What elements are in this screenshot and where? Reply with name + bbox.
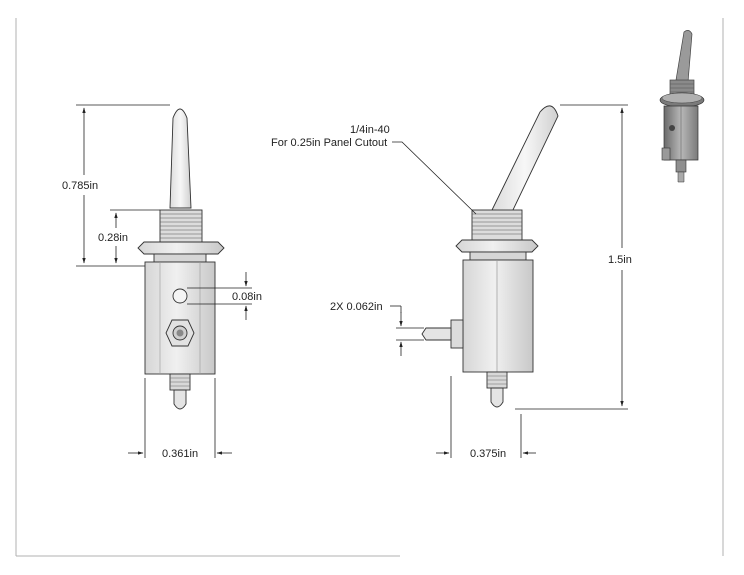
front-dimensions	[76, 104, 252, 458]
isometric-view	[659, 30, 705, 183]
front-view	[137, 108, 225, 410]
dim-side-height-overall: 1.5in	[608, 254, 632, 266]
dim-front-width: 0.361in	[162, 448, 198, 460]
side-dimensions	[390, 104, 628, 458]
dimension-labels: 0.785in 0.28in 0.08in 0.361in 1/4in-40 F…	[62, 124, 632, 460]
callout-thread: 1/4in-40	[350, 124, 390, 136]
drawing-border	[15, 18, 724, 557]
dim-front-bushing-height: 0.28in	[98, 232, 128, 244]
side-view	[421, 105, 559, 408]
callout-panel-cutout: For 0.25in Panel Cutout	[271, 137, 387, 149]
dim-side-width: 0.375in	[470, 448, 506, 460]
dim-front-hole-dia: 0.08in	[232, 291, 262, 303]
dim-side-port-dia: 2X 0.062in	[330, 301, 383, 313]
dim-front-height-overall: 0.785in	[62, 180, 98, 192]
